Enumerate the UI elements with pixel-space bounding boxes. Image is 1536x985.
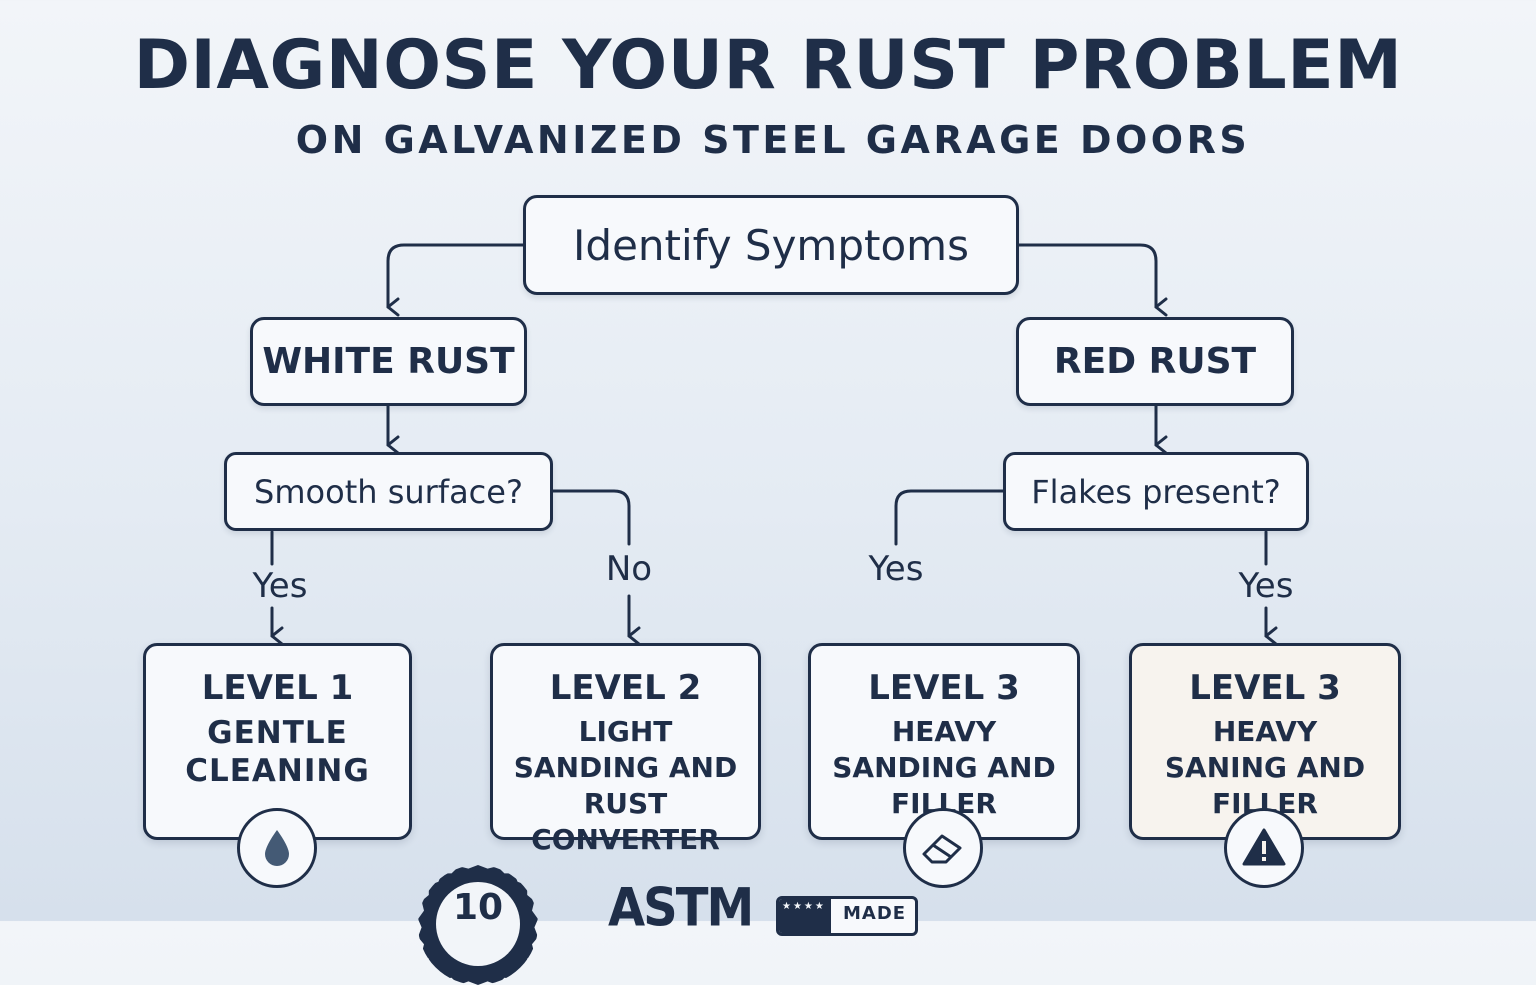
connector-white-no-top	[550, 489, 631, 546]
node-red-rust: RED RUST	[1016, 317, 1294, 406]
made-badge-text: MADE	[843, 903, 907, 924]
branch-label-red-right-yes: Yes	[1238, 566, 1294, 606]
warning-icon	[1224, 808, 1304, 888]
outcome-action-label: HEAVY SANING AND FILLER	[1164, 715, 1366, 820]
page-title: DIAGNOSE YOUR RUST PROBLEM	[133, 26, 1403, 105]
flag-icon: ★★★★	[779, 899, 831, 933]
eraser-icon	[903, 808, 983, 888]
outcome-card-level-1: LEVEL 1 GENTLE CLEANING	[143, 643, 412, 840]
node-identify-symptoms-label: Identify Symptoms	[573, 220, 969, 270]
flowchart-connectors	[270, 243, 1278, 646]
connector-red-left-yes	[894, 489, 1006, 546]
node-white-rust-label: WHITE RUST	[262, 341, 515, 382]
outcome-level-label: LEVEL 1	[201, 668, 354, 708]
branch-label-white-no: No	[605, 549, 653, 589]
outcome-action-label: LIGHT SANDING AND RUST CONVERTER	[513, 715, 738, 856]
outcome-level-label: LEVEL 3	[1189, 668, 1341, 708]
branch-label-white-yes: Yes	[252, 566, 308, 606]
outcome-level-label: LEVEL 2	[549, 668, 702, 708]
outcome-card-level-2: LEVEL 2 LIGHT SANDING AND RUST CONVERTER	[490, 643, 761, 856]
outcome-action-label: HEAVY SANDING AND FILLER	[832, 715, 1056, 820]
warranty-seal-number: 10	[436, 882, 520, 966]
made-in-usa-badge: ★★★★ MADE	[776, 896, 918, 936]
node-flakes-present-question: Flakes present?	[1003, 452, 1309, 531]
outcome-card-level-3-sanding: LEVEL 3 HEAVY SANDING AND FILLER	[808, 643, 1080, 840]
astm-logo: ASTM	[608, 877, 754, 939]
page-subtitle: ON GALVANIZED STEEL GARAGE DOORS	[295, 118, 1251, 162]
outcome-action-label: GENTLE CLEANING	[185, 715, 370, 789]
node-flakes-present-label: Flakes present?	[1031, 472, 1281, 511]
node-identify-symptoms: Identify Symptoms	[523, 195, 1019, 295]
node-red-rust-label: RED RUST	[1053, 341, 1257, 382]
water-drop-icon	[237, 808, 317, 888]
connector-root-to-red-rust	[1017, 243, 1168, 317]
node-smooth-surface-label: Smooth surface?	[254, 472, 523, 511]
node-white-rust: WHITE RUST	[250, 317, 527, 406]
connector-root-to-white-rust	[386, 243, 525, 317]
outcome-level-label: LEVEL 3	[868, 668, 1020, 708]
node-smooth-surface-question: Smooth surface?	[224, 452, 553, 531]
branch-label-red-left-yes: Yes	[868, 549, 924, 589]
